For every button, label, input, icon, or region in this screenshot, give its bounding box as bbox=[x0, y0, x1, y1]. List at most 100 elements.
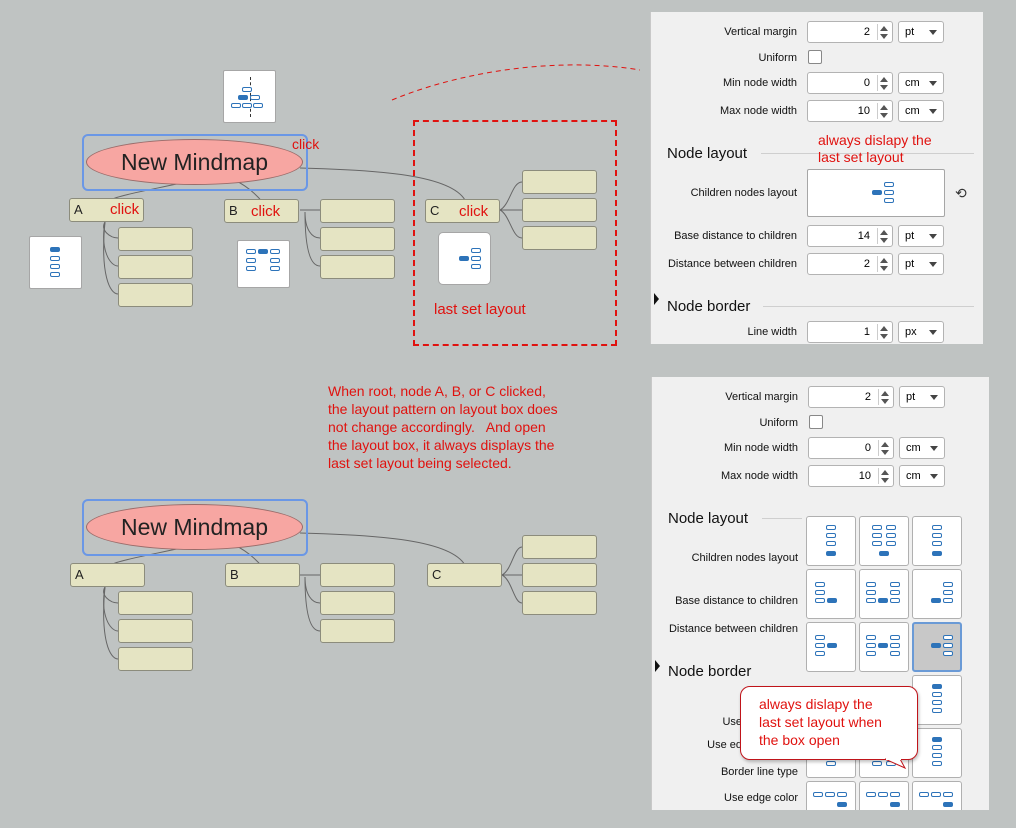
bottom-a-child-3[interactable] bbox=[118, 647, 193, 671]
base-distance-input[interactable]: 14 bbox=[807, 225, 893, 247]
layout-option-15[interactable] bbox=[859, 781, 909, 810]
line-width-input[interactable]: 1 bbox=[807, 321, 893, 343]
min-width-spinner[interactable] bbox=[878, 440, 890, 456]
uniform-checkbox[interactable] bbox=[809, 415, 823, 429]
vertical-margin-label: Vertical margin bbox=[724, 26, 797, 38]
top-a-child-1[interactable] bbox=[118, 227, 193, 251]
bottom-node-c[interactable]: C bbox=[427, 563, 502, 587]
top-b-child-3[interactable] bbox=[320, 255, 395, 279]
top-c-child-3[interactable] bbox=[522, 226, 597, 250]
vertical-margin-label: Vertical margin bbox=[725, 391, 798, 403]
uniform-label: Uniform bbox=[758, 52, 797, 64]
top-root-node[interactable]: New Mindmap bbox=[86, 139, 303, 185]
unit-text: pt bbox=[905, 26, 915, 38]
layout-option-1[interactable] bbox=[806, 516, 856, 566]
unit-text: cm bbox=[906, 442, 921, 454]
top-node-c[interactable]: C bbox=[425, 199, 500, 223]
vertical-margin-spinner[interactable] bbox=[877, 24, 889, 40]
node-border-header: Node border bbox=[668, 663, 752, 680]
max-node-width-unit[interactable]: cm bbox=[899, 465, 945, 487]
layout-option-5[interactable] bbox=[859, 569, 909, 619]
top-c-child-2[interactable] bbox=[522, 198, 597, 222]
min-width-spinner[interactable] bbox=[877, 75, 889, 91]
max-width-value: 10 bbox=[857, 105, 870, 117]
min-node-width-label: Min node width bbox=[724, 442, 798, 454]
max-node-width-input[interactable]: 10 bbox=[807, 100, 893, 122]
children-layout-selector[interactable] bbox=[807, 169, 945, 217]
bottom-a-child-2[interactable] bbox=[118, 619, 193, 643]
panel-collapse-icon[interactable] bbox=[655, 660, 660, 672]
top-c-child-1[interactable] bbox=[522, 170, 597, 194]
unit-text: pt bbox=[905, 258, 915, 270]
min-node-width-input[interactable]: 0 bbox=[807, 72, 893, 94]
bottom-c-child-2[interactable] bbox=[522, 563, 597, 587]
use-label-1: Use bbox=[722, 716, 742, 728]
use-edge-color-label: Use edge color bbox=[724, 792, 798, 804]
layout-option-4[interactable] bbox=[806, 569, 856, 619]
layout-option-7[interactable] bbox=[806, 622, 856, 672]
max-width-spinner[interactable] bbox=[877, 103, 889, 119]
distance-between-value: 2 bbox=[863, 258, 870, 270]
node-border-divider bbox=[763, 306, 974, 307]
base-distance-spinner[interactable] bbox=[877, 228, 889, 244]
bottom-a-child-1[interactable] bbox=[118, 591, 193, 615]
bottom-b-child-3[interactable] bbox=[320, 619, 395, 643]
min-node-width-unit[interactable]: cm bbox=[898, 72, 944, 94]
node-layout-divider bbox=[762, 518, 802, 519]
distance-between-spinner[interactable] bbox=[877, 256, 889, 272]
root-layout-icon bbox=[223, 70, 276, 123]
bottom-c-child-3[interactable] bbox=[522, 591, 597, 615]
vertical-margin-input[interactable]: 2 bbox=[808, 386, 894, 408]
vertical-margin-input[interactable]: 2 bbox=[807, 21, 893, 43]
top-a-child-2[interactable] bbox=[118, 255, 193, 279]
layout-option-16[interactable] bbox=[912, 781, 962, 810]
layout-option-10[interactable] bbox=[912, 675, 962, 725]
chevron-down-icon bbox=[930, 446, 938, 451]
chevron-down-icon bbox=[929, 30, 937, 35]
node-c-label: C bbox=[432, 567, 442, 582]
line-width-unit[interactable]: px bbox=[898, 321, 944, 343]
top-node-a[interactable]: A bbox=[69, 198, 144, 222]
line-width-label: Line width bbox=[747, 326, 797, 338]
min-node-width-label: Min node width bbox=[723, 77, 797, 89]
layout-option-6[interactable] bbox=[912, 569, 962, 619]
max-node-width-input[interactable]: 10 bbox=[808, 465, 894, 487]
max-width-spinner[interactable] bbox=[878, 468, 890, 484]
panel-collapse-icon[interactable] bbox=[654, 293, 659, 305]
layout-option-13[interactable] bbox=[912, 728, 962, 778]
unit-text: pt bbox=[906, 391, 916, 403]
distance-between-input[interactable]: 2 bbox=[807, 253, 893, 275]
layout-option-9-selected[interactable] bbox=[912, 622, 962, 672]
bottom-root-node[interactable]: New Mindmap bbox=[86, 504, 303, 550]
max-node-width-unit[interactable]: cm bbox=[898, 100, 944, 122]
bottom-b-child-2[interactable] bbox=[320, 591, 395, 615]
bottom-node-b[interactable]: B bbox=[225, 563, 300, 587]
min-node-width-input[interactable]: 0 bbox=[808, 437, 894, 459]
max-width-value: 10 bbox=[858, 470, 871, 482]
bottom-node-a[interactable]: A bbox=[70, 563, 145, 587]
node-c-layout-icon bbox=[438, 232, 491, 285]
distance-between-unit[interactable]: pt bbox=[898, 253, 944, 275]
bottom-b-child-1[interactable] bbox=[320, 563, 395, 587]
uniform-checkbox[interactable] bbox=[808, 50, 822, 64]
line-width-spinner[interactable] bbox=[877, 324, 889, 340]
layout-option-2[interactable] bbox=[859, 516, 909, 566]
top-a-child-3[interactable] bbox=[118, 283, 193, 307]
bottom-c-child-1[interactable] bbox=[522, 535, 597, 559]
base-distance-unit[interactable]: pt bbox=[898, 225, 944, 247]
min-node-width-unit[interactable]: cm bbox=[899, 437, 945, 459]
max-node-width-label: Max node width bbox=[719, 105, 797, 117]
top-b-child-1[interactable] bbox=[320, 199, 395, 223]
vertical-margin-spinner[interactable] bbox=[878, 389, 890, 405]
reset-icon[interactable]: ⟲ bbox=[955, 185, 967, 201]
vertical-margin-unit[interactable]: pt bbox=[899, 386, 945, 408]
bottom-settings-panel: Vertical margin 2 pt Uniform Min node wi… bbox=[651, 377, 989, 810]
unit-text: cm bbox=[905, 105, 920, 117]
unit-text: pt bbox=[905, 230, 915, 242]
top-node-b[interactable]: B bbox=[224, 199, 299, 223]
layout-option-14[interactable] bbox=[806, 781, 856, 810]
vertical-margin-unit[interactable]: pt bbox=[898, 21, 944, 43]
top-b-child-2[interactable] bbox=[320, 227, 395, 251]
layout-option-8[interactable] bbox=[859, 622, 909, 672]
layout-option-3[interactable] bbox=[912, 516, 962, 566]
